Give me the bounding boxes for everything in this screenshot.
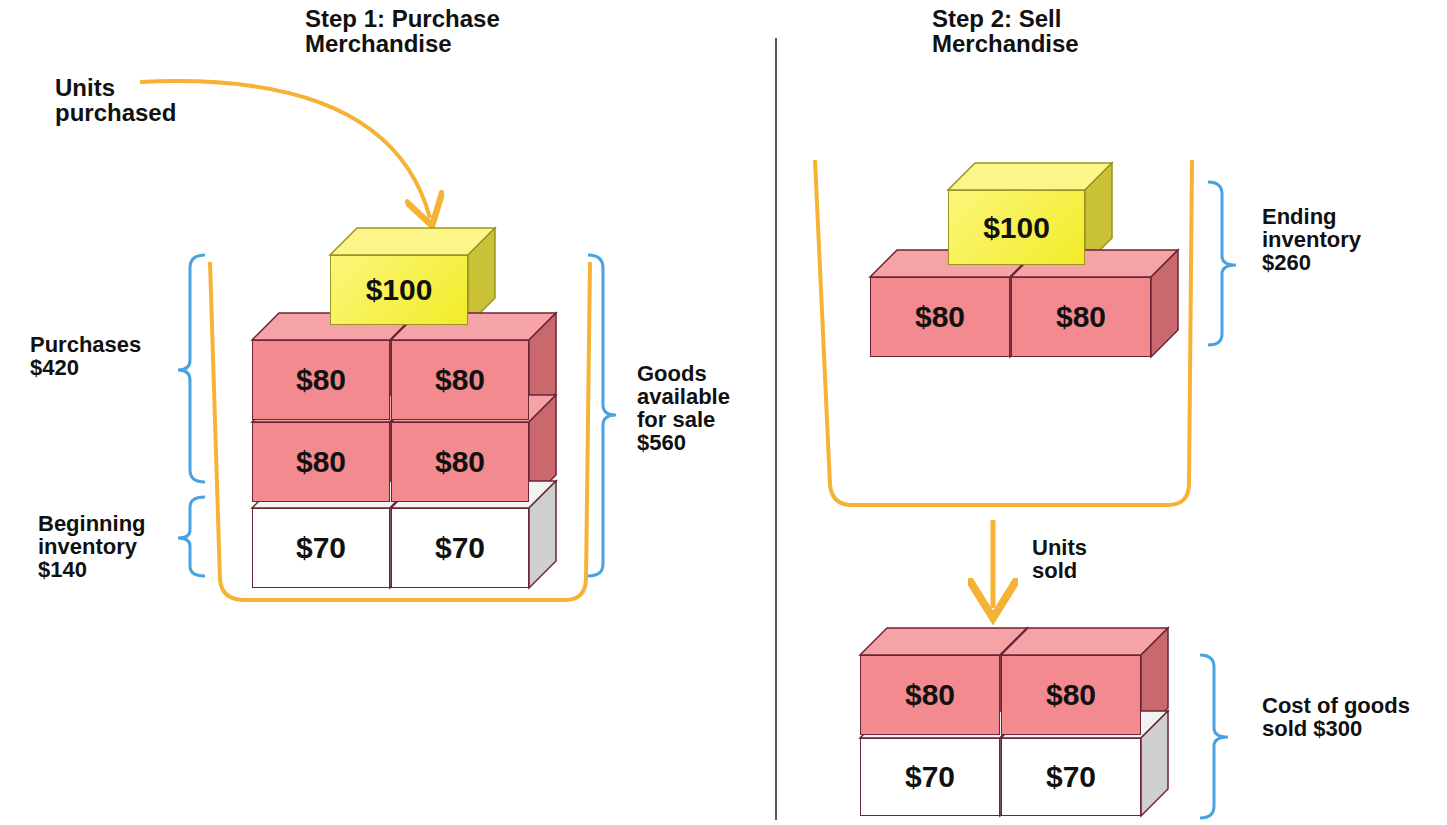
cube-face bbox=[1151, 250, 1178, 357]
cost-value: $80 bbox=[296, 363, 346, 397]
inventory-cube: $70 bbox=[252, 508, 390, 588]
cube-face bbox=[468, 228, 495, 325]
inventory-cube: $100 bbox=[330, 255, 468, 325]
cost-value: $100 bbox=[983, 211, 1050, 245]
inventory-cube: $80 bbox=[1001, 655, 1141, 735]
cost-value: $80 bbox=[1056, 300, 1106, 334]
inventory-cube: $100 bbox=[948, 190, 1085, 265]
cube-face bbox=[860, 628, 1027, 655]
flow-arrow bbox=[140, 81, 430, 218]
cost-value: $80 bbox=[905, 678, 955, 712]
step-heading: Step 1: Purchase Merchandise bbox=[305, 6, 545, 56]
arrow-label: Units sold bbox=[1032, 536, 1122, 582]
cube-face bbox=[330, 228, 495, 255]
inventory-cube: $80 bbox=[1011, 277, 1151, 357]
divider-line bbox=[775, 38, 777, 820]
cost-value: $80 bbox=[435, 445, 485, 479]
bracket bbox=[1200, 655, 1228, 818]
inventory-cube: $80 bbox=[870, 277, 1010, 357]
bracket bbox=[588, 255, 616, 576]
bracket-label: Ending inventory $260 bbox=[1262, 205, 1387, 274]
inventory-cube: $70 bbox=[391, 508, 529, 588]
cost-value: $70 bbox=[1046, 760, 1096, 794]
bracket-label: Beginning inventory $140 bbox=[38, 512, 166, 581]
step-heading: Step 2: Sell Merchandise bbox=[932, 6, 1132, 56]
cost-value: $80 bbox=[915, 300, 965, 334]
inventory-cube: $70 bbox=[860, 738, 1000, 816]
bracket-label: Cost of goods sold $300 bbox=[1262, 694, 1412, 740]
bracket bbox=[178, 497, 205, 576]
inventory-cube: $80 bbox=[252, 340, 390, 420]
bracket bbox=[178, 255, 205, 482]
bin-outline bbox=[815, 160, 1192, 505]
cost-value: $80 bbox=[435, 363, 485, 397]
inventory-cube: $80 bbox=[391, 340, 529, 420]
cube-face bbox=[529, 481, 556, 588]
inventory-cube: $80 bbox=[252, 422, 390, 502]
cost-value: $70 bbox=[905, 760, 955, 794]
cost-value: $80 bbox=[296, 445, 346, 479]
flow-arrow bbox=[991, 520, 996, 608]
cost-value: $80 bbox=[1046, 678, 1096, 712]
bracket bbox=[1208, 182, 1236, 345]
inventory-cube: $80 bbox=[860, 655, 1000, 735]
cube-face bbox=[1141, 711, 1168, 816]
cost-value: $100 bbox=[366, 273, 433, 307]
cost-value: $70 bbox=[435, 531, 485, 565]
inventory-cube: $70 bbox=[1001, 738, 1141, 816]
arrow-label: Units purchased bbox=[55, 75, 205, 125]
cost-value: $70 bbox=[296, 531, 346, 565]
cube-face bbox=[1001, 628, 1168, 655]
cube-face bbox=[948, 163, 1112, 190]
bracket-label: Goods available for sale $560 bbox=[637, 362, 762, 454]
inventory-cube: $80 bbox=[391, 422, 529, 502]
bracket-label: Purchases $420 bbox=[30, 333, 160, 379]
